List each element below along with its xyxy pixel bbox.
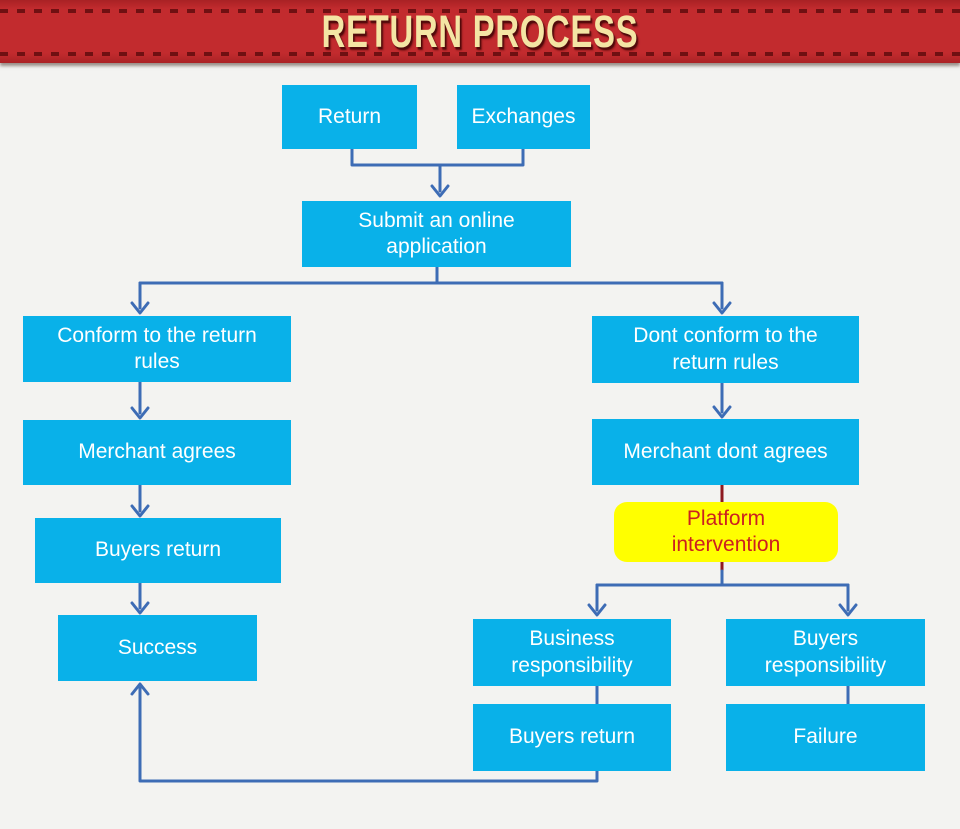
node-conform-rules: Conform to the return rules <box>23 316 291 382</box>
node-return: Return <box>282 85 417 149</box>
node-exchanges: Exchanges <box>457 85 590 149</box>
arrowhead-merchant-dont <box>712 405 732 419</box>
header-banner: RETURN PROCESS <box>0 0 960 63</box>
arrowhead-feedback-success <box>130 682 150 696</box>
arrowhead-submit <box>430 184 450 198</box>
arrowhead-merchant-agrees <box>130 406 150 420</box>
node-buyers-responsibility: Buyers responsibility <box>726 619 925 686</box>
arrowhead-buyers-resp <box>838 603 858 617</box>
node-submit-application: Submit an online application <box>302 201 571 267</box>
arrowhead-business-resp <box>587 603 607 617</box>
arrowhead-conform <box>130 301 150 315</box>
node-dont-conform-rules: Dont conform to the return rules <box>592 316 859 383</box>
node-business-responsibility: Business responsibility <box>473 619 671 686</box>
node-platform-intervention: Platform intervention <box>614 502 838 562</box>
stitch-line-bottom <box>0 52 960 56</box>
arrowhead-success <box>130 601 150 615</box>
node-failure: Failure <box>726 704 925 771</box>
node-success: Success <box>58 615 257 681</box>
connector-submit-branch <box>138 265 724 285</box>
connector-return-exchanges-join <box>350 147 525 167</box>
node-buyers-return-left: Buyers return <box>35 518 281 583</box>
node-merchant-agrees: Merchant agrees <box>23 420 291 485</box>
arrowhead-buyers-return-left <box>130 504 150 518</box>
page-title: RETURN PROCESS <box>321 5 639 57</box>
arrowhead-dont-conform <box>712 301 732 315</box>
node-buyers-return-bottom: Buyers return <box>473 704 671 771</box>
stitch-line-top <box>0 9 960 13</box>
connector-feedback-loop <box>138 686 599 783</box>
node-merchant-dont-agrees: Merchant dont agrees <box>592 419 859 485</box>
